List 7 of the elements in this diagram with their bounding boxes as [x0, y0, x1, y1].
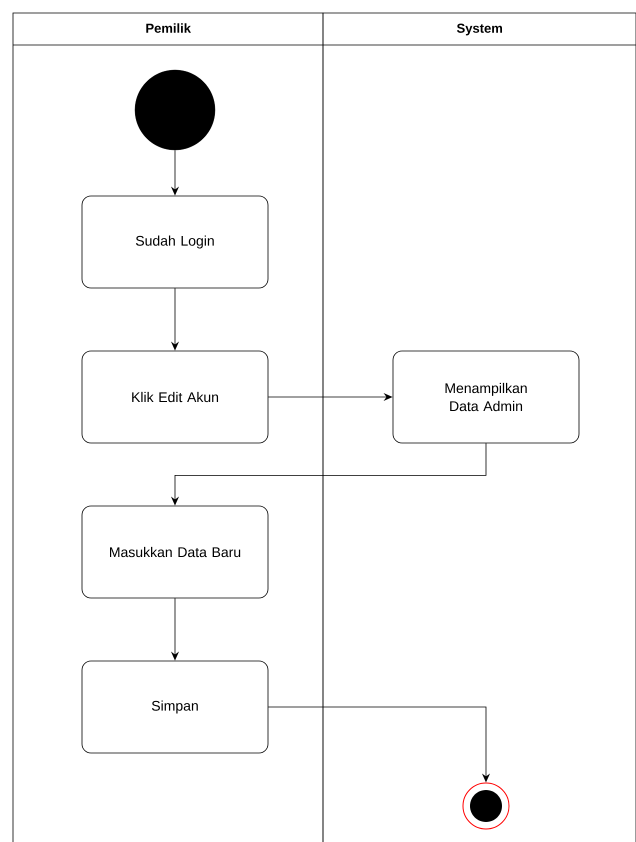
activity-box: Menampilkan Data Admin: [392, 350, 580, 444]
start-node: [134, 70, 216, 150]
activity-box: Sudah Login: [82, 196, 268, 288]
activity-box: Masukkan Data Baru: [82, 506, 268, 598]
activity-box: Simpan: [82, 660, 268, 754]
activity-box: Klik Edit Akun: [82, 350, 268, 444]
end-node: [462, 782, 510, 830]
